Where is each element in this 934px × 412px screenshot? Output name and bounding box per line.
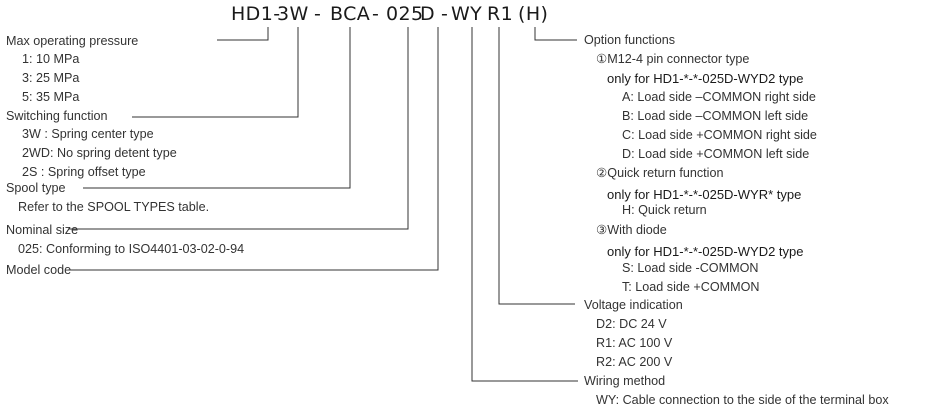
wiring-option: WY: Cable connection to the side of the … — [596, 393, 889, 407]
spool-title: Spool type — [6, 181, 66, 195]
diode-title: ③With diode — [596, 223, 667, 237]
pressure-title: Max operating pressure — [6, 34, 139, 48]
voltage-option: R2: AC 200 V — [596, 355, 673, 369]
leader-line-voltage — [498, 27, 575, 305]
switching-option: 2WD: No spring detent type — [22, 146, 177, 160]
leader-line-switching — [132, 27, 299, 118]
leader-line-pressure — [217, 27, 269, 41]
m12-connector-option: A: Load side –COMMON right side — [622, 90, 816, 104]
quick-return-option: H: Quick return — [622, 203, 707, 217]
model-separator: - — [314, 3, 322, 25]
switching-option: 3W : Spring center type — [22, 127, 154, 141]
pressure-option: 5: 35 MPa — [22, 90, 80, 104]
model-voltage-code: R1 — [487, 3, 514, 25]
pressure-option: 1: 10 MPa — [22, 52, 80, 66]
spool-note: Refer to the SPOOL TYPES table. — [18, 200, 210, 214]
diode-option: T: Load side +COMMON — [622, 280, 760, 294]
model-switching-code: 3W — [277, 3, 309, 25]
leader-line-model-code — [68, 27, 439, 271]
model-prefix: HD1- — [231, 3, 281, 25]
voltage-title: Voltage indication — [584, 298, 683, 312]
quick-return-note: only for HD1-*-*-025D-WYR* type — [607, 187, 802, 202]
model-separator: - — [372, 3, 380, 25]
quick-return-title: ②Quick return function — [596, 166, 724, 180]
option-functions-title: Option functions — [584, 33, 676, 47]
model-code-letter: D — [420, 3, 436, 25]
m12-connector-note: only for HD1-*-*-025D-WYD2 type — [607, 71, 804, 86]
leader-line-nominal — [68, 27, 409, 230]
m12-connector-option: C: Load side +COMMON right side — [622, 128, 817, 142]
m12-connector-title: ①M12-4 pin connector type — [596, 52, 750, 66]
m12-connector-option: D: Load side +COMMON left side — [622, 147, 810, 161]
wiring-title: Wiring method — [584, 374, 666, 388]
diode-note: only for HD1-*-*-025D-WYD2 type — [607, 244, 804, 259]
model-nominal-size-code: 025 — [386, 3, 424, 25]
model-code-title: Model code — [6, 263, 72, 277]
switching-title: Switching function — [6, 109, 108, 123]
pressure-option: 3: 25 MPa — [22, 71, 80, 85]
nominal-size-title: Nominal size — [6, 223, 79, 237]
model-separator: - — [441, 3, 449, 25]
switching-option: 2S : Spring offset type — [22, 165, 146, 179]
model-option-code: (H) — [518, 3, 549, 25]
diode-option: S: Load side -COMMON — [622, 261, 759, 275]
voltage-option: R1: AC 100 V — [596, 336, 673, 350]
model-wiring-code: WY — [451, 3, 483, 25]
nominal-size-option: 025: Conforming to ISO4401-03-02-0-94 — [18, 242, 245, 256]
leader-line-option — [534, 27, 577, 41]
model-spool-code: BCA — [330, 3, 371, 25]
m12-connector-option: B: Load side –COMMON left side — [622, 109, 809, 123]
leader-line-wiring — [471, 27, 578, 382]
leader-line-spool — [83, 27, 351, 189]
voltage-option: D2: DC 24 V — [596, 317, 667, 331]
